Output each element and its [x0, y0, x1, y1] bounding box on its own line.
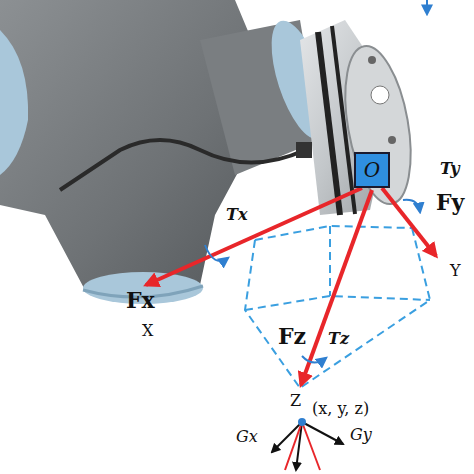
torque-label: Ty	[440, 160, 459, 178]
force-axis	[146, 188, 436, 385]
dashed-box	[245, 226, 430, 388]
sensor-face	[335, 41, 422, 209]
bolt-hole	[371, 86, 389, 104]
force-label: Fy	[436, 190, 464, 214]
force-label: Fz	[278, 324, 306, 348]
axis-label: Y	[450, 262, 461, 280]
origin-box: O	[354, 152, 390, 188]
joint-cap	[0, 30, 28, 175]
origin-label: O	[364, 158, 380, 182]
torque-arc	[205, 200, 420, 363]
bolt-hole	[368, 56, 376, 64]
torque-label: Tz	[328, 330, 349, 348]
gravity-label: Gx	[236, 428, 258, 446]
coordinate-label: (x, y, z)	[312, 400, 369, 418]
bolt-hole	[388, 136, 396, 144]
gravity-label: Gy	[350, 426, 372, 444]
cable	[60, 140, 305, 190]
axis-label: Z	[290, 392, 301, 410]
connector-plug	[296, 142, 312, 158]
pointer-arrow	[426, 0, 428, 14]
axis-label: X	[142, 322, 153, 340]
gravity-vectors	[272, 418, 343, 470]
torque-label: Tx	[226, 206, 247, 224]
force-label: Fx	[126, 288, 155, 312]
